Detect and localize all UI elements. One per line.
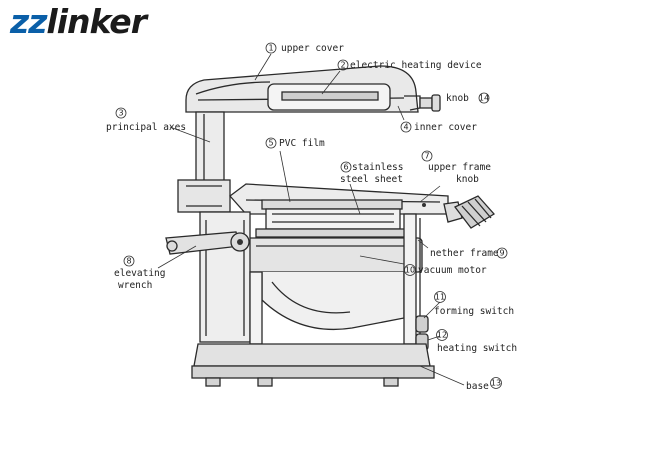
callout-circle <box>337 59 349 71</box>
steel-label-line1: stainless <box>352 162 403 173</box>
brand-logo: zzlinker <box>10 2 147 42</box>
callout-label: knob <box>446 93 469 104</box>
callout-pvc-film: 5 PVC film <box>265 137 325 203</box>
knob-label-line1: upper frame <box>428 162 491 173</box>
callout-label: nether frame <box>430 248 499 259</box>
callout-label: base <box>466 381 489 392</box>
callout-number: 4 <box>403 123 408 132</box>
callout-number: 3 <box>118 109 123 118</box>
callout-number: 6 <box>343 163 348 172</box>
principal-axis-shape <box>195 111 225 183</box>
callout-label: principal axes <box>106 122 186 133</box>
callout-label: electric heating device <box>350 60 482 71</box>
wrench-label-line2: wrench <box>118 280 152 291</box>
elevating-wrench-shape <box>165 231 250 255</box>
callout-circle <box>115 107 127 119</box>
logo-prefix: zz <box>10 2 47 41</box>
callout-circle <box>421 150 433 162</box>
callout-circle <box>265 42 277 54</box>
callout-principal-axes: 3 principal axes <box>106 107 211 143</box>
callout-label: heating switch <box>437 343 517 354</box>
callout-base: base 13 <box>419 365 502 392</box>
callout-number: 1 <box>268 44 273 53</box>
callout-circle <box>478 92 490 104</box>
callout-number: 9 <box>499 249 504 258</box>
callout-label: forming switch <box>434 306 514 317</box>
callout-heating-switch: 12 heating switch <box>427 329 517 354</box>
forming-table-shape <box>255 199 409 238</box>
callout-number: 5 <box>268 139 273 148</box>
callout-vacuum-motor: 10 vacuum motor <box>359 255 487 276</box>
callout-circle <box>340 161 352 173</box>
knob-shape <box>419 94 441 112</box>
callout-circle <box>436 329 448 341</box>
steel-label-line2: steel sheet <box>340 174 403 185</box>
callout-circle <box>490 377 502 389</box>
callout-circle <box>123 255 135 267</box>
callout-number: 2 <box>340 61 345 70</box>
callout-knob: knob 14 <box>446 92 490 104</box>
logo-suffix: linker <box>46 2 147 41</box>
upper-cover-shape <box>185 65 421 113</box>
callout-upper-cover: 1 upper cover <box>254 42 344 81</box>
callout-label: PVC film <box>279 138 325 149</box>
wrench-label-line1: elevating <box>114 268 165 279</box>
callout-number: 13 <box>491 379 501 388</box>
callout-circle <box>434 291 446 303</box>
callout-number: 11 <box>435 293 445 302</box>
base-shape <box>191 343 435 387</box>
callout-circle <box>496 247 508 259</box>
callout-inner-cover: 4 inner cover <box>397 105 477 133</box>
callout-circle <box>400 121 412 133</box>
callout-electric-heating-device: 2 electric heating device <box>321 59 482 95</box>
callout-number: 12 <box>437 331 447 340</box>
callout-number: 8 <box>126 257 131 266</box>
callout-number: 14 <box>479 94 489 103</box>
callout-label: vacuum motor <box>418 265 487 276</box>
callout-forming-switch: 11 forming switch <box>423 291 514 319</box>
callout-circle <box>265 137 277 149</box>
knob-label-line2: knob <box>456 174 479 185</box>
nether-frame-shape <box>245 237 423 331</box>
callout-nether-frame: nether frame 9 <box>417 239 508 259</box>
callout-circle <box>404 264 416 276</box>
callout-label: inner cover <box>414 122 477 133</box>
upper-frame-knob-shape <box>443 195 496 229</box>
callout-label: upper cover <box>281 43 344 54</box>
callout-number: 7 <box>424 152 429 161</box>
machine-illustration <box>165 65 496 387</box>
callout-number: 10 <box>405 266 415 275</box>
